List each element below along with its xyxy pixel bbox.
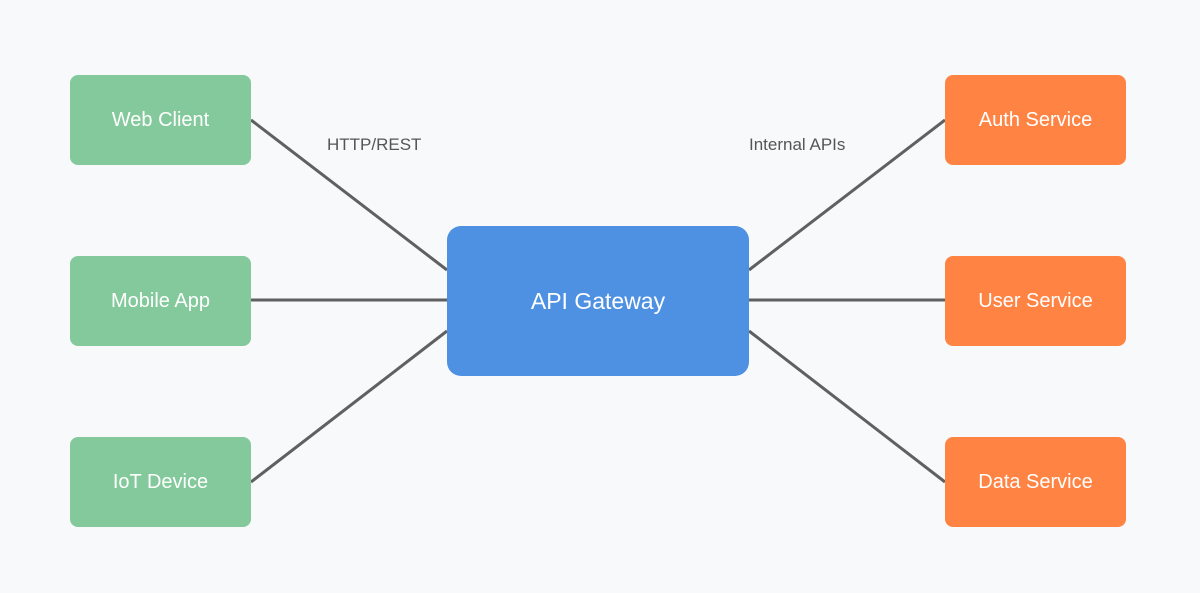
node-label: Web Client <box>111 108 210 131</box>
node-label: API Gateway <box>530 287 666 314</box>
edge-label-http-rest: HTTP/REST <box>327 135 422 154</box>
node-iot-device: IoT Device <box>70 437 251 527</box>
node-label: Auth Service <box>978 108 1093 131</box>
node-web-client: Web Client <box>70 75 251 165</box>
connector-iot-device-gateway <box>250 329 448 484</box>
node-mobile-app: Mobile App <box>70 256 251 346</box>
connector-gateway-data-service <box>748 329 946 484</box>
node-user-service: User Service <box>945 256 1126 346</box>
node-api-gateway: API Gateway <box>447 226 749 376</box>
node-label: IoT Device <box>112 470 209 493</box>
connector-web-client-gateway <box>250 118 448 272</box>
connector-gateway-auth-service <box>748 118 946 272</box>
node-data-service: Data Service <box>945 437 1126 527</box>
node-label: Data Service <box>978 470 1093 493</box>
node-label: Mobile App <box>111 289 210 312</box>
node-label: User Service <box>978 289 1093 312</box>
node-auth-service: Auth Service <box>945 75 1126 165</box>
edge-label-internal-apis: Internal APIs <box>749 135 846 154</box>
